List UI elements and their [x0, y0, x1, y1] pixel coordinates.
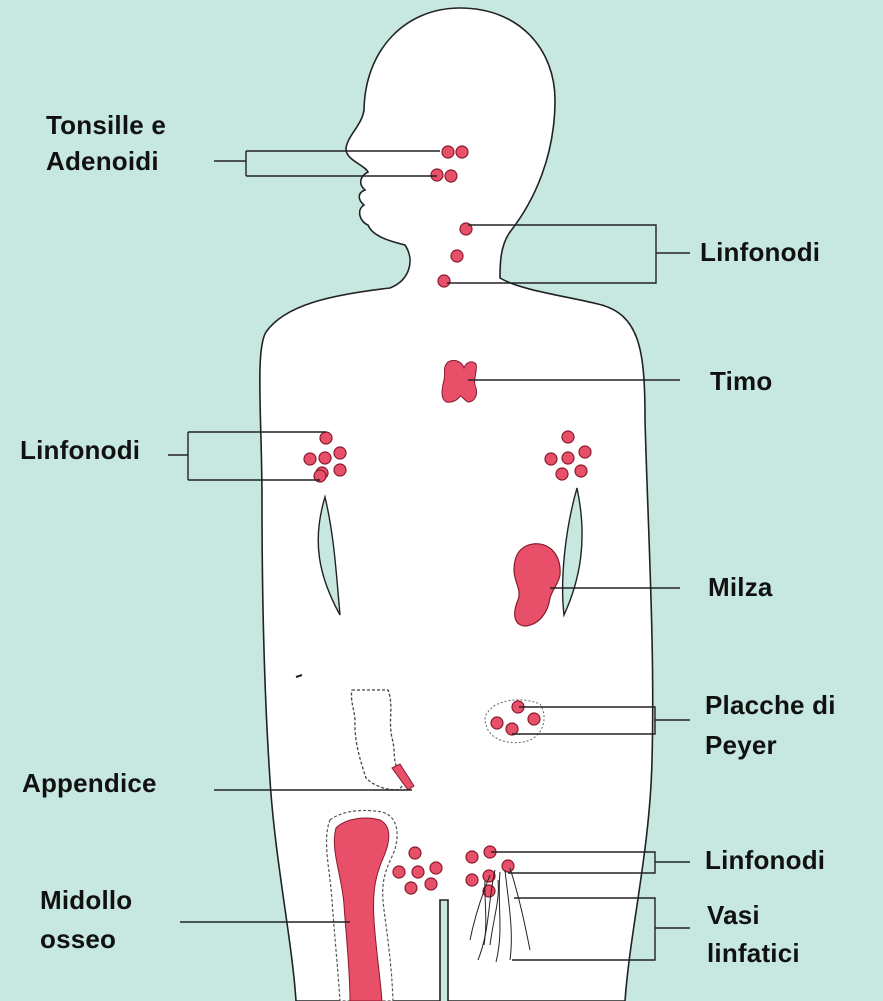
groin-node-left	[405, 882, 417, 894]
label-thymus: Timo	[710, 366, 772, 397]
label-lymph-neck: Linfonodi	[700, 237, 820, 268]
axillary-node-left	[304, 453, 316, 465]
tonsil-node	[442, 146, 454, 158]
label-appendix: Appendice	[22, 768, 157, 799]
groin-node-left	[425, 878, 437, 890]
label-spleen: Milza	[708, 572, 773, 603]
groin-node-left	[412, 866, 424, 878]
tonsil-node	[456, 146, 468, 158]
axillary-node-right	[556, 468, 568, 480]
axillary-node-right	[562, 431, 574, 443]
label-lymph-axilla: Linfonodi	[20, 435, 140, 466]
thymus-organ	[442, 360, 477, 402]
neck-node	[451, 250, 463, 262]
peyer-node	[528, 713, 540, 725]
label-lymph-groin: Linfonodi	[705, 845, 825, 876]
label-vessels-line2: linfatici	[707, 938, 800, 969]
label-peyer-line2: Peyer	[705, 730, 777, 761]
axillary-node-right	[579, 446, 591, 458]
label-marrow-line2: osseo	[40, 924, 116, 955]
peyer-node	[491, 717, 503, 729]
axillary-node-left	[320, 432, 332, 444]
label-tonsils-line1: Tonsille e	[46, 110, 166, 141]
groin-node-right	[502, 860, 514, 872]
label-tonsils-line2: Adenoidi	[46, 146, 159, 177]
axillary-node-left	[319, 452, 331, 464]
tonsil-node	[431, 169, 443, 181]
label-vessels-line1: Vasi	[707, 900, 760, 931]
label-marrow-line1: Midollo	[40, 885, 132, 916]
axillary-node-right	[575, 465, 587, 477]
peyer-node	[506, 723, 518, 735]
neck-node	[438, 275, 450, 287]
groin-node-right	[466, 851, 478, 863]
groin-node-left	[393, 866, 405, 878]
groin-node-left	[409, 847, 421, 859]
groin-node-left	[430, 862, 442, 874]
label-peyer-line1: Placche di	[705, 690, 836, 721]
tonsil-node	[445, 170, 457, 182]
axillary-node-left	[334, 447, 346, 459]
groin-node-right	[466, 874, 478, 886]
axillary-node-right	[545, 453, 557, 465]
axillary-node-right	[562, 452, 574, 464]
axillary-node-left	[334, 464, 346, 476]
